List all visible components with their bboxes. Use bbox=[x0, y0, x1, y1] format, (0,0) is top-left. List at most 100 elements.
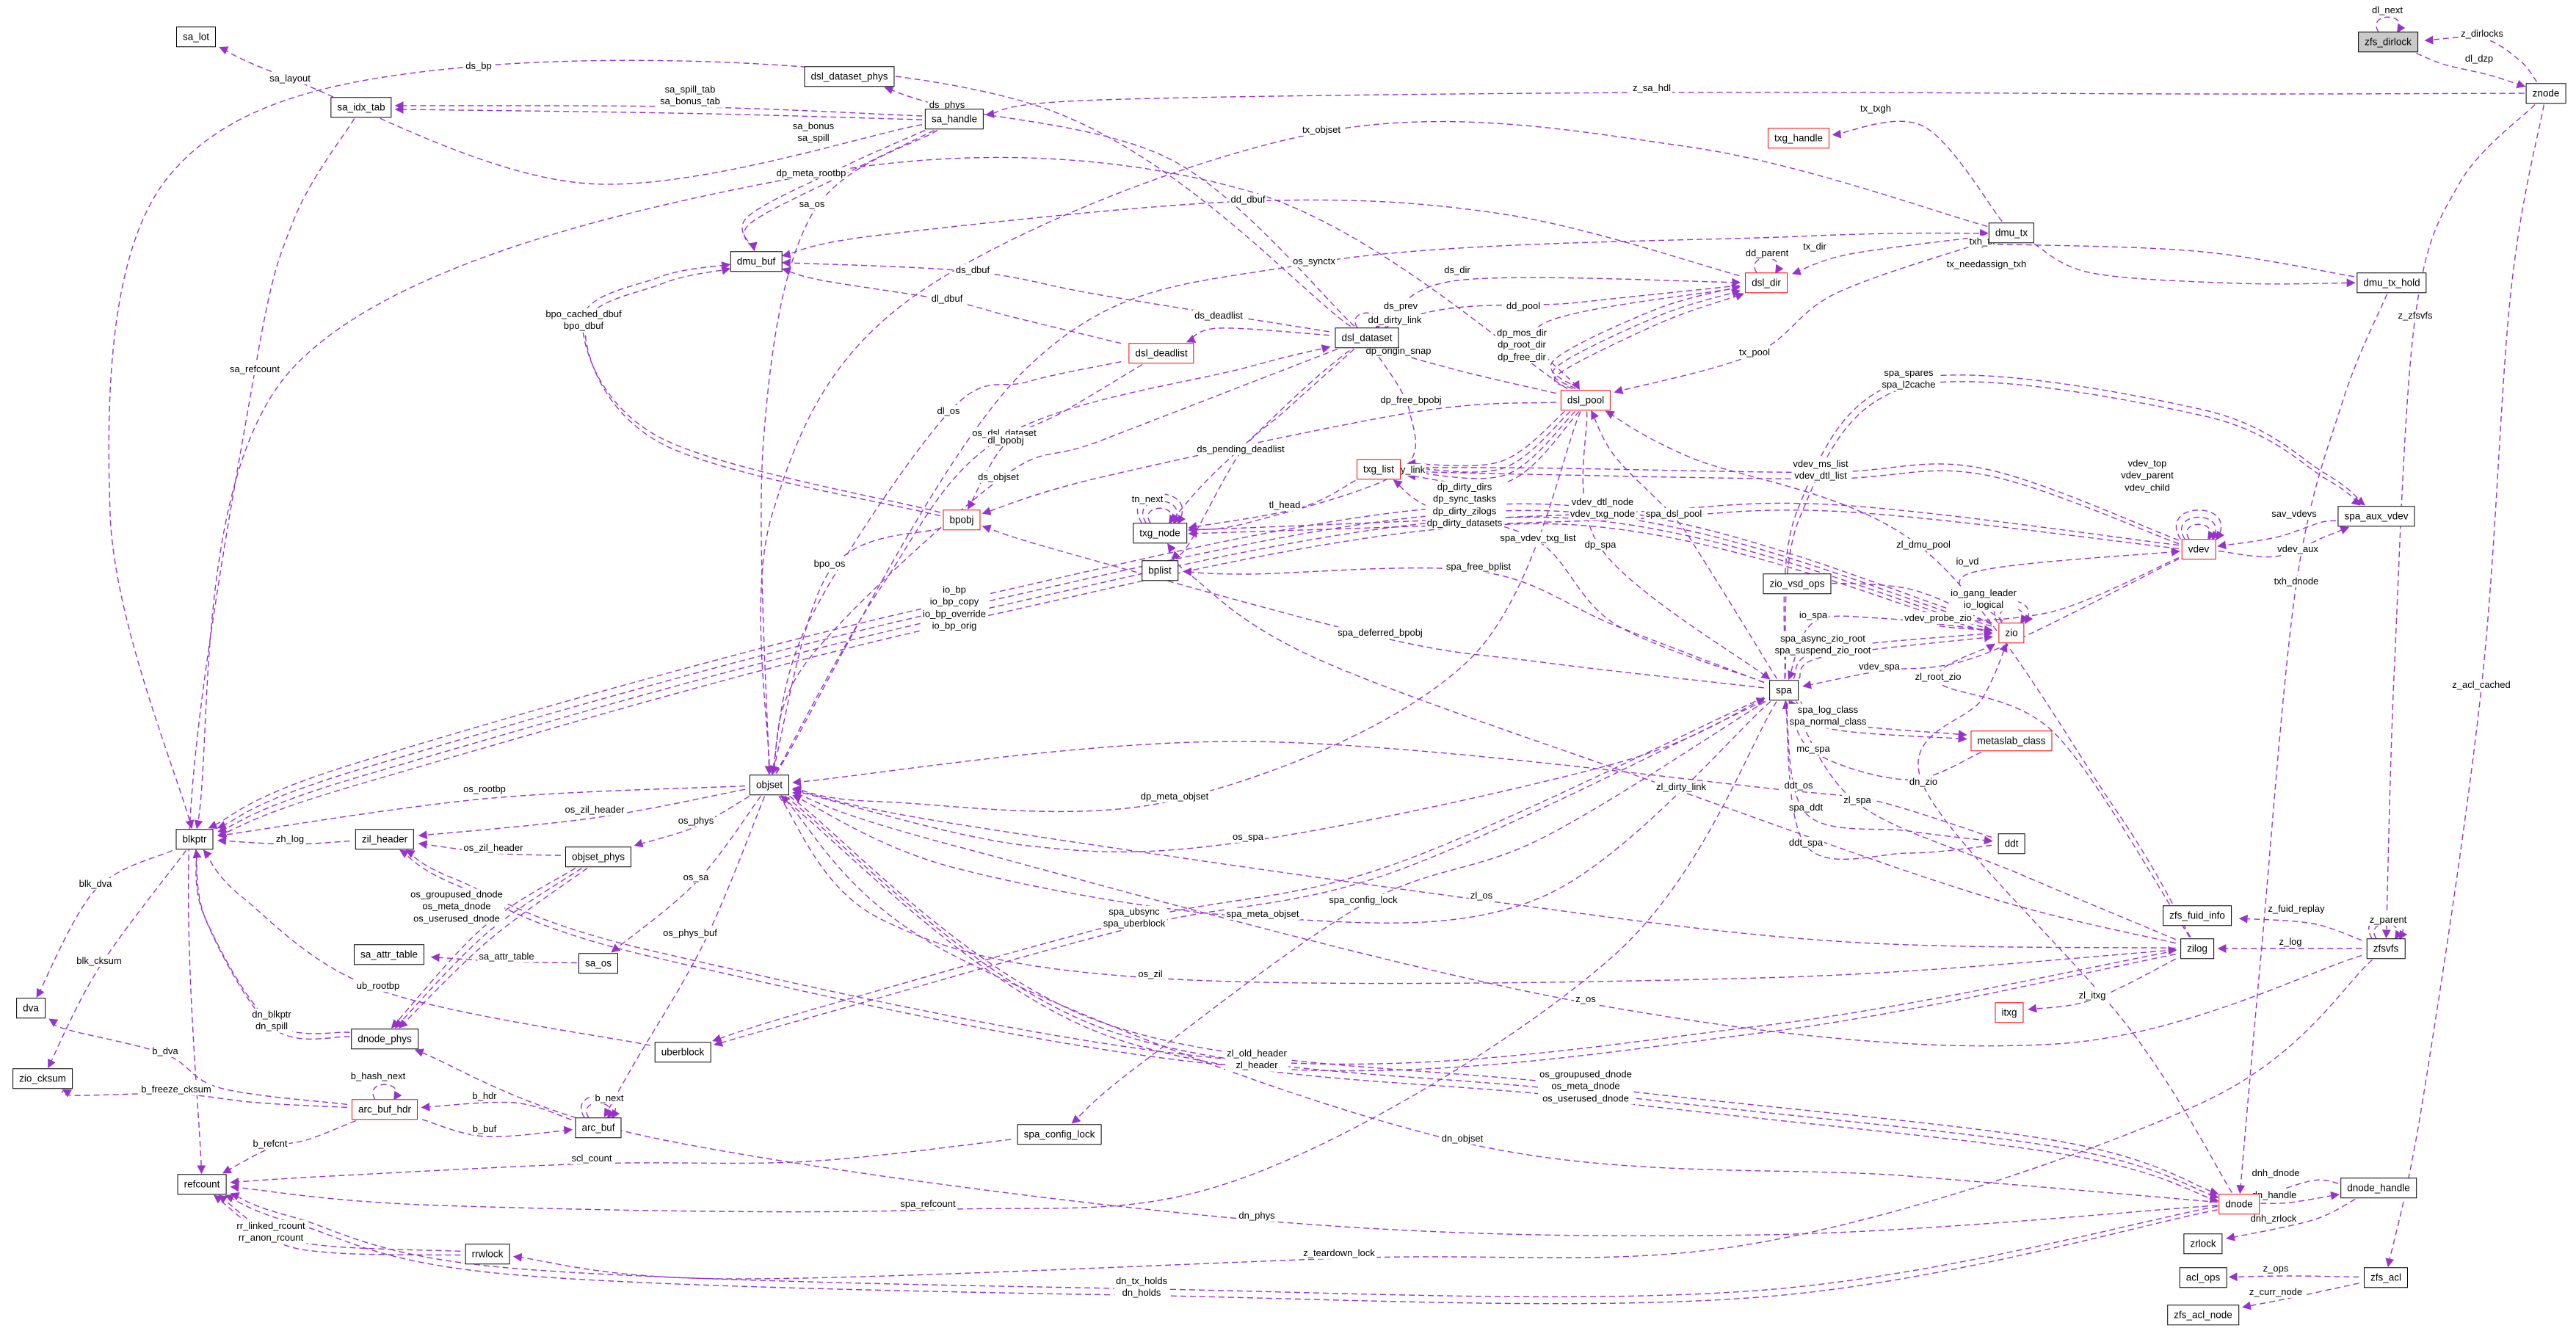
node-acl_ops[interactable]: acl_ops bbox=[2179, 1267, 2227, 1288]
node-zio_vsd_ops[interactable]: zio_vsd_ops bbox=[1763, 573, 1832, 594]
edge-path bbox=[982, 402, 1556, 515]
edge-path bbox=[1407, 411, 1580, 486]
edge-label-vdev_spa: vdev_spa bbox=[1857, 660, 1901, 673]
edge-label-dn_tx_holds: dn_tx_holds dn_holds bbox=[1114, 1274, 1169, 1299]
edge-label-os_zil_header: os_zil_header bbox=[462, 841, 525, 855]
node-sa_idx_tab[interactable]: sa_idx_tab bbox=[330, 97, 392, 117]
edge-label-b_refcnt: b_refcnt bbox=[251, 1137, 289, 1150]
node-zfs_acl[interactable]: zfs_acl bbox=[2363, 1267, 2409, 1288]
node-zfs_acl_node[interactable]: zfs_acl_node bbox=[2167, 1305, 2239, 1325]
edge-label-zl_root_zio: zl_root_zio bbox=[1913, 670, 1963, 683]
edge-path bbox=[982, 524, 1765, 689]
node-spa_aux_vdev[interactable]: spa_aux_vdev bbox=[2337, 506, 2415, 526]
node-zilog[interactable]: zilog bbox=[2180, 938, 2214, 959]
edge-label-ds_dbuf: ds_dbuf bbox=[954, 264, 992, 277]
edge-path bbox=[192, 849, 350, 1034]
edge-path bbox=[1936, 556, 2180, 634]
node-arc_buf_hdr[interactable]: arc_buf_hdr bbox=[351, 1099, 418, 1120]
edge-path bbox=[218, 1194, 461, 1252]
node-dnode_handle[interactable]: dnode_handle bbox=[2340, 1178, 2417, 1198]
node-sa_os[interactable]: sa_os bbox=[578, 953, 619, 973]
edge-path bbox=[208, 503, 1992, 829]
edge-label-zl_itxg: zl_itxg bbox=[2077, 989, 2108, 1002]
edge-label-zl_os: zl_os bbox=[1468, 889, 1495, 902]
node-rrwlock[interactable]: rrwlock bbox=[465, 1244, 510, 1264]
edge-path bbox=[1552, 289, 1741, 390]
node-zil_header[interactable]: zil_header bbox=[355, 829, 415, 849]
edge-path bbox=[1788, 700, 1982, 780]
node-dsl_dataset_phys[interactable]: dsl_dataset_phys bbox=[804, 66, 895, 87]
node-zio_cksum[interactable]: zio_cksum bbox=[12, 1068, 73, 1089]
edge-label-z_ops: z_ops bbox=[2261, 1262, 2290, 1275]
node-dsl_pool[interactable]: dsl_pool bbox=[1560, 390, 1611, 410]
node-txg_handle[interactable]: txg_handle bbox=[1767, 128, 1830, 148]
node-spa_config_lock[interactable]: spa_config_lock bbox=[1017, 1124, 1102, 1145]
edge-path bbox=[217, 509, 1992, 830]
node-arc_buf[interactable]: arc_buf bbox=[575, 1117, 622, 1138]
edge-label-dl_next: dl_next bbox=[2370, 4, 2404, 17]
node-dsl_deadlist[interactable]: dsl_deadlist bbox=[1128, 343, 1194, 363]
node-sa_handle[interactable]: sa_handle bbox=[924, 109, 984, 129]
node-uberblock[interactable]: uberblock bbox=[654, 1042, 711, 1062]
edge-path bbox=[781, 266, 1122, 344]
node-txg_list[interactable]: txg_list bbox=[1356, 459, 1401, 479]
node-zfs_dirlock[interactable]: zfs_dirlock bbox=[2358, 32, 2418, 52]
edge-label-os_zil_header: os_zil_header bbox=[563, 803, 626, 816]
node-sa_attr_table[interactable]: sa_attr_table bbox=[353, 944, 425, 965]
node-dmu_tx_hold[interactable]: dmu_tx_hold bbox=[2357, 272, 2427, 293]
node-metaslab_class[interactable]: metaslab_class bbox=[1970, 730, 2053, 751]
node-txg_node[interactable]: txg_node bbox=[1133, 523, 1187, 543]
edge-label-txh_dnode: txh_dnode bbox=[2272, 575, 2321, 588]
edge-label-dnh_dnode: dnh_dnode bbox=[2250, 1167, 2301, 1180]
node-znode[interactable]: znode bbox=[2525, 83, 2566, 104]
edge-label-ds_phys: ds_phys bbox=[927, 98, 967, 112]
edge-path bbox=[1591, 410, 1777, 679]
edge-label-dn_phys: dn_phys bbox=[1237, 1209, 1277, 1222]
edge-label-ddt_os: ddt_os bbox=[1782, 779, 1815, 792]
node-bpobj[interactable]: bpobj bbox=[943, 509, 981, 530]
node-bplist[interactable]: bplist bbox=[1142, 560, 1178, 581]
node-vdev[interactable]: vdev bbox=[2181, 539, 2216, 559]
node-dnode_phys[interactable]: dnode_phys bbox=[351, 1029, 418, 1049]
edge-label-blk_dva: blk_dva bbox=[77, 877, 114, 891]
node-blkptr[interactable]: blkptr bbox=[175, 829, 214, 849]
node-ddt[interactable]: ddt bbox=[1998, 833, 2025, 854]
node-dmu_tx[interactable]: dmu_tx bbox=[1988, 222, 2035, 243]
edge-path bbox=[793, 697, 1766, 853]
node-dsl_dataset[interactable]: dsl_dataset bbox=[1335, 327, 1399, 348]
edge-label-dn_objset: dn_objset bbox=[1440, 1132, 1485, 1145]
edge-path bbox=[770, 527, 940, 775]
edge-path bbox=[1550, 284, 1741, 390]
node-dnode[interactable]: dnode bbox=[2218, 1194, 2260, 1214]
edge-path bbox=[792, 700, 1771, 924]
edge-path bbox=[2181, 516, 2221, 541]
edge-path bbox=[1407, 467, 2180, 545]
node-dsl_dir[interactable]: dsl_dir bbox=[1745, 272, 1788, 293]
node-zfsvfs[interactable]: zfsvfs bbox=[2366, 938, 2406, 959]
node-dmu_buf[interactable]: dmu_buf bbox=[730, 251, 783, 272]
node-refcount[interactable]: refcount bbox=[177, 1174, 227, 1194]
edge-path bbox=[985, 91, 2525, 118]
edge-path bbox=[2033, 243, 2356, 288]
edge-path bbox=[1167, 543, 2176, 944]
edge-label-dl_dzp: dl_dzp bbox=[2463, 52, 2495, 65]
edge-label-rr_linked_rcount: rr_linked_rcount rr_anon_rcount bbox=[235, 1219, 307, 1244]
node-zfs_fuid_info[interactable]: zfs_fuid_info bbox=[2163, 905, 2232, 926]
edge-label-dd_parent: dd_parent bbox=[1744, 247, 1790, 260]
node-itxg[interactable]: itxg bbox=[1995, 1002, 2024, 1023]
node-objset[interactable]: objset bbox=[749, 775, 790, 795]
edge-label-zl_dirty_link: zl_dirty_link bbox=[1655, 780, 1708, 794]
edge-label-spa_deferred_bpobj: spa_deferred_bpobj bbox=[1336, 626, 1424, 639]
node-zrlock[interactable]: zrlock bbox=[2183, 1233, 2223, 1254]
node-dva[interactable]: dva bbox=[16, 998, 46, 1018]
edge-label-ds_dir: ds_dir bbox=[1443, 264, 1472, 277]
edge-path bbox=[219, 46, 923, 185]
node-spa[interactable]: spa bbox=[1769, 680, 1799, 700]
edge-label-z_log: z_log bbox=[2277, 935, 2304, 949]
edge-path bbox=[784, 795, 2219, 1200]
edge-path bbox=[203, 849, 651, 1046]
edge-label-spa_ubsync: spa_ubsync spa_uberblock bbox=[1101, 905, 1167, 930]
node-objset_phys[interactable]: objset_phys bbox=[565, 846, 632, 867]
node-sa_lot[interactable]: sa_lot bbox=[175, 26, 217, 47]
node-zio[interactable]: zio bbox=[1998, 623, 2025, 643]
